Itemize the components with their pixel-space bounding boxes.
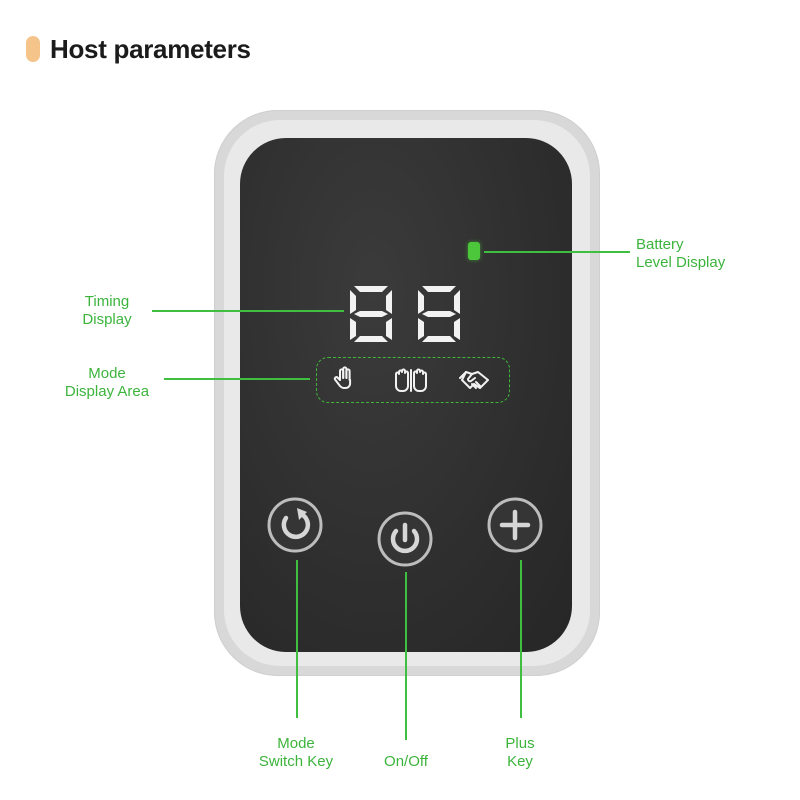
on-off-button[interactable] bbox=[376, 510, 434, 568]
timing-digit-2 bbox=[418, 286, 460, 342]
page-title: Host parameters bbox=[50, 33, 251, 64]
hand-icon bbox=[333, 366, 352, 390]
plus-label: Plus Key bbox=[505, 735, 535, 770]
mode-area-label: Mode Display Area bbox=[64, 365, 150, 400]
plus-button[interactable] bbox=[486, 496, 544, 554]
header-accent-pill bbox=[26, 36, 40, 62]
battery-callout-line bbox=[484, 251, 630, 253]
battery-indicator bbox=[468, 242, 480, 260]
plus-icon bbox=[499, 509, 531, 541]
timing-callout-line bbox=[152, 310, 344, 312]
timing-digit-1 bbox=[350, 286, 392, 342]
mode-area-callout-line bbox=[164, 378, 310, 380]
mode-switch-button[interactable] bbox=[266, 496, 324, 554]
power-icon bbox=[390, 522, 420, 554]
timing-label: Timing Display bbox=[82, 293, 132, 328]
plus-callout-line bbox=[520, 560, 522, 718]
mode-key-label: Mode Switch Key bbox=[258, 735, 334, 770]
onoff-callout-line bbox=[405, 572, 407, 740]
mode-key-callout-line bbox=[296, 560, 298, 718]
mode-display-area bbox=[316, 357, 510, 403]
refresh-icon bbox=[281, 508, 311, 540]
header: Host parameters bbox=[26, 34, 251, 64]
two-hands-icon bbox=[395, 368, 427, 392]
onoff-label: On/Off bbox=[384, 753, 428, 770]
handshake-icon bbox=[459, 371, 489, 389]
battery-label: Battery Level Display bbox=[636, 236, 726, 271]
